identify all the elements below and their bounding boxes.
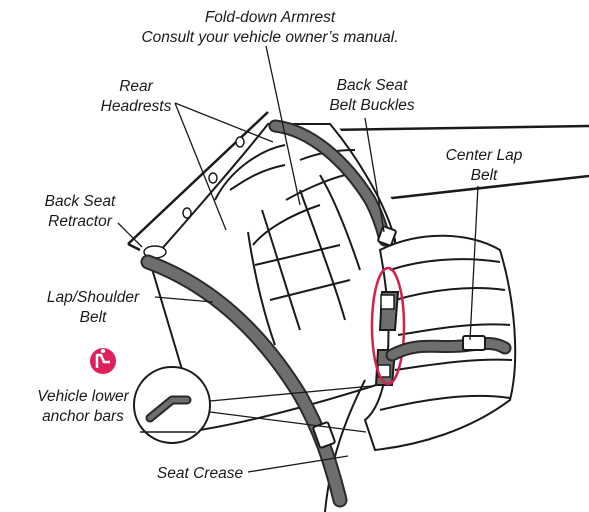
armrest-label-line1: Fold-down Armrest [205, 9, 336, 26]
seat-crease [324, 379, 366, 512]
lap-shoulder-label-line1: Lap/Shoulder [47, 289, 140, 306]
center-lap-label-line1: Center Lap [446, 147, 523, 164]
retractor-label-line1: Back Seat [45, 193, 116, 210]
buckles-label-line1: Back Seat [337, 77, 408, 94]
center-lap-label-line2: Belt [471, 167, 498, 184]
anchor-bar-inset [133, 366, 211, 444]
headrests-label-line2: Headrests [101, 98, 172, 115]
buckle-highlight [370, 266, 406, 386]
anchor-bars-label-line2: anchor bars [42, 408, 124, 425]
center-lap-belt [385, 335, 512, 362]
armrest-label-line2: Consult your vehicle owner’s manual. [141, 29, 398, 46]
labels: Fold-down Armrest Consult your vehicle o… [37, 9, 523, 482]
buckles-label-line2: Belt Buckles [329, 97, 415, 114]
leader-lines [117, 45, 479, 473]
anchor-bars-label-line1: Vehicle lower [37, 388, 129, 405]
child-seat-icon [90, 348, 116, 374]
crease-label: Seat Crease [157, 465, 244, 482]
seat-back [148, 123, 397, 432]
headrests-label-line1: Rear [119, 78, 153, 95]
lap-shoulder-label-line2: Belt [80, 309, 107, 326]
shoulder-belt-top [268, 119, 397, 247]
retractor-label-line2: Retractor [48, 213, 113, 230]
